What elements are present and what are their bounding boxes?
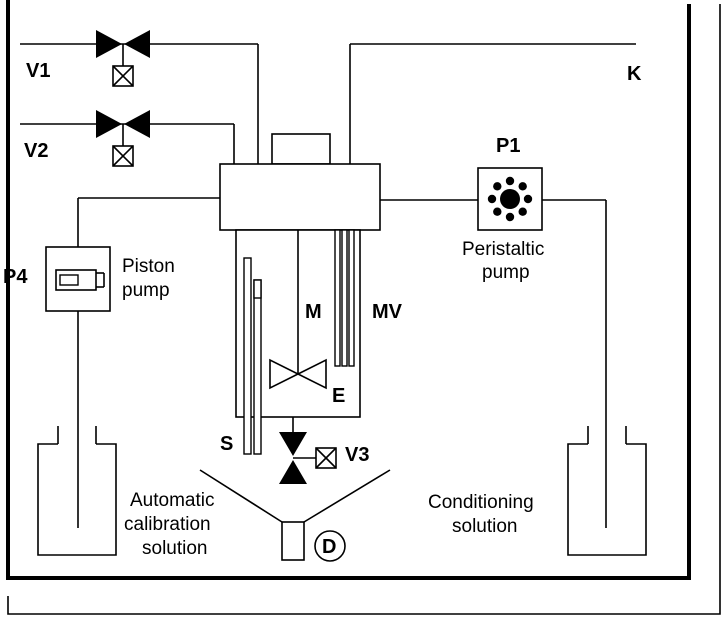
label-e: E bbox=[332, 385, 345, 407]
outer-frame bbox=[6, 0, 721, 615]
caption-piston-2: pump bbox=[122, 280, 170, 301]
calibration-beaker bbox=[37, 426, 117, 556]
funnel bbox=[199, 469, 391, 562]
conditioning-beaker bbox=[567, 426, 647, 556]
label-v2: V2 bbox=[24, 140, 48, 162]
caption-cond-1: Conditioning bbox=[428, 492, 534, 513]
label-p4: P4 bbox=[3, 266, 28, 288]
caption-calib-3: solution bbox=[142, 538, 208, 559]
label-k: K bbox=[627, 63, 642, 85]
caption-cond-2: solution bbox=[452, 516, 518, 537]
valve-v1[interactable] bbox=[20, 30, 259, 164]
label-p1: P1 bbox=[496, 135, 520, 157]
label-s: S bbox=[220, 433, 233, 455]
peristaltic-pump-p1[interactable] bbox=[380, 167, 607, 528]
label-v3: V3 bbox=[345, 444, 369, 466]
sensor-s bbox=[243, 257, 262, 455]
valve-v3[interactable] bbox=[279, 417, 337, 484]
vessel-head bbox=[219, 133, 381, 231]
line-k bbox=[349, 43, 636, 164]
piston-pump-p4[interactable] bbox=[45, 197, 220, 528]
electrode-mv bbox=[334, 229, 355, 367]
caption-piston-1: Piston bbox=[122, 256, 175, 277]
label-m: M bbox=[305, 301, 322, 323]
caption-calib-2: calibration bbox=[124, 514, 211, 535]
caption-calib-1: Automatic bbox=[130, 490, 214, 511]
label-v1: V1 bbox=[26, 60, 50, 82]
caption-peristaltic-1: Peristaltic bbox=[462, 239, 544, 260]
stirrer-m bbox=[269, 230, 327, 390]
valve-v2[interactable] bbox=[20, 110, 235, 167]
caption-peristaltic-2: pump bbox=[482, 262, 530, 283]
label-d: D bbox=[322, 536, 336, 558]
label-mv: MV bbox=[372, 301, 403, 323]
